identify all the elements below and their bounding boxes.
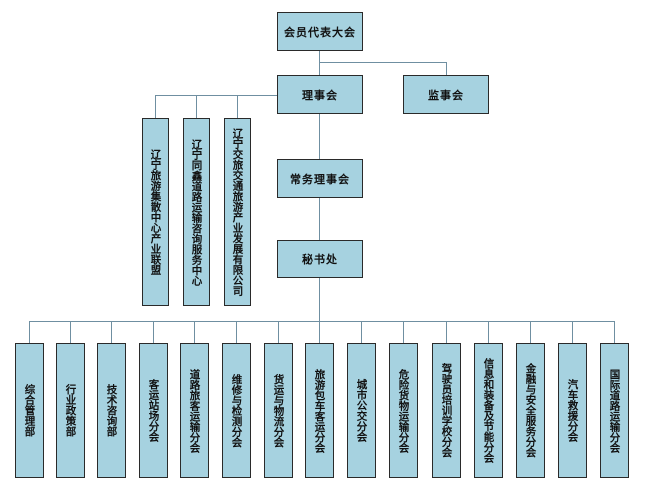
connector-department-5	[194, 321, 195, 343]
node-department-13: 金融与安全服务分会	[516, 343, 545, 478]
connector-assembly-council	[319, 51, 320, 75]
connector-affiliate-3	[237, 95, 238, 118]
connector-departments-bus	[29, 321, 614, 322]
node-secretariat-label: 秘书处	[302, 253, 338, 266]
node-department-10-label: 危险货物运输分会	[397, 368, 410, 453]
node-department-8-label: 旅游包车客运分会	[313, 368, 326, 453]
connector-department-12	[488, 321, 489, 343]
connector-council-standing	[319, 114, 320, 159]
node-council: 理事会	[277, 75, 363, 114]
node-department-6: 维修与检测分会	[222, 343, 251, 478]
node-affiliate-1: 辽宁旅游集散中心产业联盟	[142, 118, 169, 306]
node-department-14: 汽车救援分会	[558, 343, 587, 478]
node-department-1: 综合管理部	[15, 343, 44, 478]
node-department-4: 客运站场分会	[139, 343, 168, 478]
node-department-11-label: 驾驶员培训学校分会	[440, 363, 453, 458]
connector-affiliate-1	[155, 95, 156, 118]
node-assembly: 会员代表大会	[277, 12, 363, 51]
connector-department-14	[572, 321, 573, 343]
node-department-2-label: 行业政策部	[64, 384, 77, 437]
node-department-8: 旅游包车客运分会	[305, 343, 334, 478]
node-standing-council-label: 常务理事会	[290, 172, 350, 186]
node-department-10: 危险货物运输分会	[389, 343, 418, 478]
node-department-3: 技术咨询部	[97, 343, 126, 478]
connector-department-6	[236, 321, 237, 343]
node-standing-council: 常务理事会	[277, 159, 363, 198]
connector-department-3	[111, 321, 112, 343]
node-affiliate-2: 辽宁同鑫道路运输咨询服务中心	[183, 118, 210, 306]
connector-standing-secretariat	[319, 198, 320, 240]
node-department-7-label: 货运与物流分会	[272, 373, 285, 448]
node-department-2: 行业政策部	[56, 343, 85, 478]
node-affiliate-1-label: 辽宁旅游集散中心产业联盟	[149, 149, 162, 275]
node-department-5-label: 道路旅客运输分会	[188, 368, 201, 453]
node-department-4-label: 客运站场分会	[147, 379, 160, 442]
node-assembly-label: 会员代表大会	[284, 25, 356, 39]
node-department-6-label: 维修与检测分会	[230, 373, 243, 448]
connector-affiliate-2	[196, 95, 197, 118]
node-supervisory: 监事会	[403, 75, 489, 114]
connector-department-4	[153, 321, 154, 343]
node-supervisory-label: 监事会	[428, 88, 464, 102]
node-department-12-label: 信息和装备及节能分会	[482, 358, 495, 463]
node-affiliate-3-label: 辽宁交旅交通旅游产业发展有限公司	[231, 128, 244, 296]
connector-secretariat-bus	[319, 278, 320, 321]
node-department-15: 国际道路运输分会	[600, 343, 629, 478]
connector-department-9	[361, 321, 362, 343]
node-department-15-label: 国际道路运输分会	[608, 368, 621, 453]
node-department-7: 货运与物流分会	[264, 343, 293, 478]
node-affiliate-3: 辽宁交旅交通旅游产业发展有限公司	[224, 118, 251, 306]
connector-assembly-supervisory	[319, 62, 447, 63]
node-department-9-label: 城市公交分会	[355, 379, 368, 442]
connector-department-15	[614, 321, 615, 343]
connector-department-10	[403, 321, 404, 343]
connector-department-8	[319, 321, 320, 343]
connector-department-2	[70, 321, 71, 343]
node-council-label: 理事会	[302, 88, 338, 102]
node-secretariat: 秘书处	[277, 240, 363, 278]
node-department-5: 道路旅客运输分会	[180, 343, 209, 478]
node-department-3-label: 技术咨询部	[105, 384, 118, 437]
node-department-9: 城市公交分会	[347, 343, 376, 478]
connector-supervisory-drop	[446, 62, 447, 75]
connector-department-13	[530, 321, 531, 343]
connector-department-1	[29, 321, 30, 343]
connector-department-11	[446, 321, 447, 343]
node-department-12: 信息和装备及节能分会	[474, 343, 503, 478]
connector-department-7	[278, 321, 279, 343]
node-department-11: 驾驶员培训学校分会	[432, 343, 461, 478]
node-department-1-label: 综合管理部	[23, 384, 36, 437]
node-affiliate-2-label: 辽宁同鑫道路运输咨询服务中心	[190, 138, 203, 286]
node-department-13-label: 金融与安全服务分会	[524, 363, 537, 458]
node-department-14-label: 汽车救援分会	[566, 379, 579, 442]
